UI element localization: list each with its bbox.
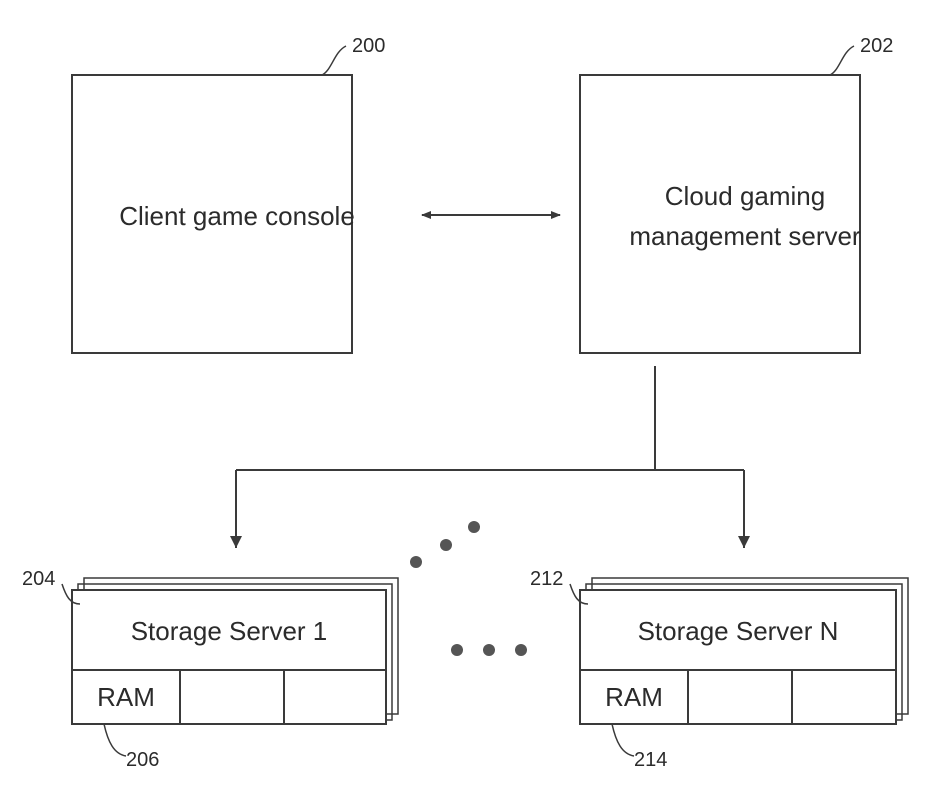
horizontal-ellipsis-dots xyxy=(451,644,527,656)
ref-212-leader xyxy=(569,583,589,605)
ref-214: 214 xyxy=(611,723,667,771)
ellipsis-dot xyxy=(440,539,452,551)
ref-202: 202 xyxy=(829,35,893,76)
storage-server-1-stack-middle xyxy=(77,583,393,721)
management-server-label-line-2: management server xyxy=(629,221,861,251)
storage-server-n: Storage Server N RAM xyxy=(579,577,909,725)
management-server-frame xyxy=(579,74,861,354)
ref-206-leader xyxy=(103,723,127,757)
storage-server-1-stack-back xyxy=(83,577,399,715)
ref-206-number: 206 xyxy=(126,749,159,771)
management-server-box: Cloud gaming management server xyxy=(579,74,861,354)
ref-202-number: 202 xyxy=(860,35,893,57)
ellipsis-dot xyxy=(410,556,422,568)
storage-server-n-frame xyxy=(579,589,897,725)
ellipsis-dot xyxy=(515,644,527,656)
client-game-console-frame xyxy=(71,74,353,354)
storage-server-n-stack-middle xyxy=(585,583,903,721)
ref-214-leader xyxy=(611,723,635,757)
storage-server-1-ram-label: RAM xyxy=(97,682,155,712)
management-server-label-line-1: Cloud gaming xyxy=(665,181,825,211)
storage-server-n-label: Storage Server N xyxy=(638,616,839,646)
ellipsis-dot xyxy=(451,644,463,656)
ref-202-leader xyxy=(829,45,855,76)
distribution-connector xyxy=(230,366,750,548)
ref-212: 212 xyxy=(530,568,589,605)
ref-204: 204 xyxy=(22,568,81,605)
ref-200: 200 xyxy=(321,35,385,76)
ref-204-leader xyxy=(61,583,81,605)
ref-206: 206 xyxy=(103,723,159,771)
ref-200-number: 200 xyxy=(352,35,385,57)
ref-200-leader xyxy=(321,45,347,76)
storage-server-1-frame xyxy=(71,589,387,725)
ref-204-number: 204 xyxy=(22,568,55,590)
ellipsis-dot xyxy=(483,644,495,656)
client-game-console-label: Client game console xyxy=(119,201,355,231)
ellipsis-dot xyxy=(468,521,480,533)
storage-server-1: Storage Server 1 RAM xyxy=(71,577,399,725)
storage-server-n-stack-back xyxy=(591,577,909,715)
ref-212-number: 212 xyxy=(530,568,563,590)
storage-server-1-label: Storage Server 1 xyxy=(131,616,328,646)
diagonal-ellipsis-dots xyxy=(410,521,480,568)
ref-214-number: 214 xyxy=(634,749,667,771)
storage-server-n-ram-label: RAM xyxy=(605,682,663,712)
client-game-console-box: Client game console xyxy=(71,74,355,354)
